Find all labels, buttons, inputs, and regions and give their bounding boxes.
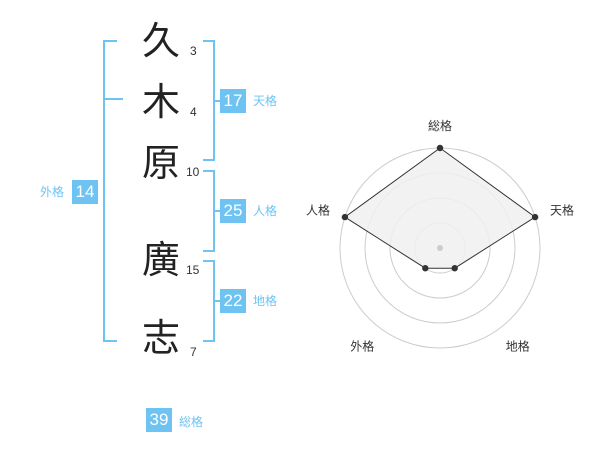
name-char-3: 原 — [141, 141, 180, 185]
gaikaku-value-badge: 14 — [72, 180, 98, 204]
radar-point-5 — [341, 213, 349, 221]
soukaku-value-badge: 39 — [146, 408, 172, 432]
radar-axis-label-1: 総格 — [428, 118, 452, 133]
stroke-count-2: 4 — [190, 105, 197, 119]
radar-axis-label-3: 地格 — [506, 339, 530, 354]
radar-series-polygon — [344, 147, 536, 269]
radar-axis-label-2: 天格 — [550, 202, 574, 217]
jinkaku-label: 人格 — [253, 204, 278, 218]
jinkaku-connector — [213, 210, 220, 212]
radar-point-1 — [436, 144, 444, 152]
stroke-count-4: 15 — [186, 263, 200, 277]
soukaku-label: 総格 — [179, 415, 204, 429]
tenkaku-label: 天格 — [253, 94, 278, 108]
chikaku-label: 地格 — [253, 294, 278, 308]
radar-point-4 — [422, 265, 429, 272]
jinkaku-value-badge: 25 — [220, 199, 246, 223]
chikaku-value-badge: 22 — [220, 289, 246, 313]
gaikaku-tick-top — [105, 98, 123, 100]
stroke-count-3: 10 — [186, 165, 200, 179]
stroke-count-1: 3 — [190, 44, 197, 58]
gaikaku-bracket — [103, 40, 117, 342]
chikaku-connector — [213, 300, 220, 302]
name-char-4: 廣 — [141, 238, 180, 282]
tenkaku-value-badge: 17 — [220, 89, 246, 113]
name-char-1: 久 — [141, 19, 180, 63]
stroke-count-5: 7 — [190, 345, 197, 359]
radar-point-2 — [531, 213, 539, 221]
name-char-5: 志 — [141, 316, 180, 360]
gaikaku-label: 外格 — [40, 185, 65, 199]
name-char-2: 木 — [141, 80, 180, 124]
radar-axis-label-4: 外格 — [350, 339, 374, 354]
radar-center-dot — [437, 245, 443, 251]
radar-point-3 — [451, 265, 458, 272]
tenkaku-connector — [213, 100, 220, 102]
radar-axis-label-5: 人格 — [306, 202, 330, 217]
